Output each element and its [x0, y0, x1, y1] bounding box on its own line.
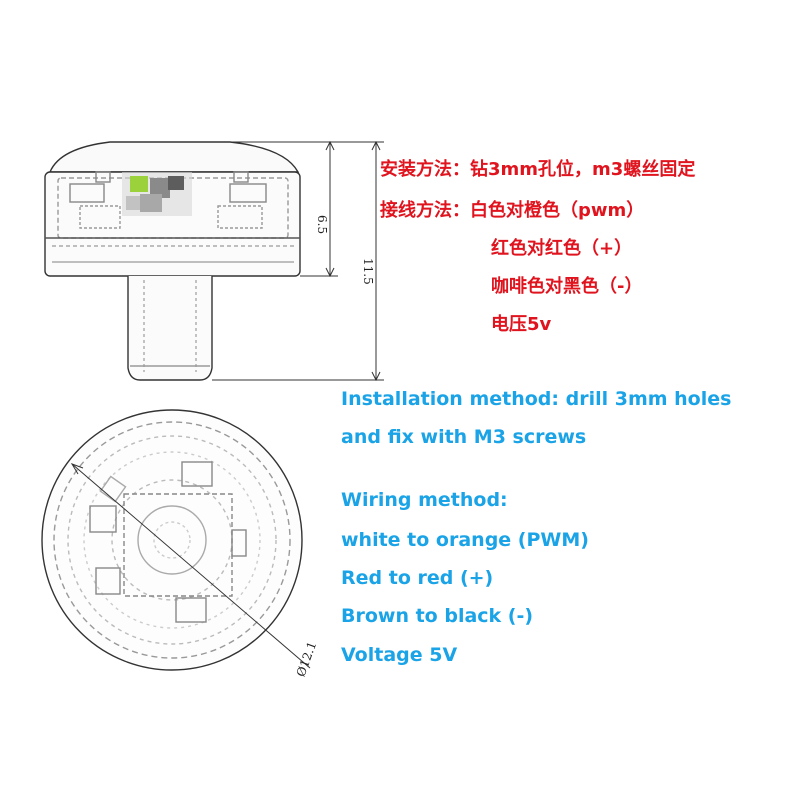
en-voltage-note: Voltage 5V: [341, 644, 458, 666]
en-brown-note: Brown to black (-): [341, 605, 534, 627]
dim-height-total: 11.5: [361, 258, 375, 285]
en-wiring-title: Wiring method:: [341, 489, 508, 511]
blurred-logo: [122, 172, 192, 216]
cn-wiring-note: 接线方法：白色对橙色（pwm）: [380, 200, 645, 221]
screw-shaft: [127, 276, 213, 381]
en-white-note: white to orange (PWM): [341, 529, 589, 551]
en-install-line1: Installation method: drill 3mm holes: [341, 388, 732, 410]
en-install-line2: and fix with M3 screws: [341, 426, 587, 448]
cn-voltage-note: 电压5v: [491, 314, 552, 335]
en-red-note: Red to red (+): [341, 567, 494, 589]
dimension-lines: [212, 140, 384, 382]
cn-install-note: 安装方法：钻3mm孔位，m3螺丝固定: [380, 159, 696, 180]
diameter-leader: [70, 463, 311, 669]
top-view: [41, 409, 303, 671]
dome-cap: [48, 141, 300, 173]
dim-diameter: Ø12.1: [294, 640, 320, 679]
cn-brown-note: 咖啡色对黑色（-）: [491, 276, 643, 297]
outer-rim: [41, 409, 303, 671]
dim-height-upper: 6.5: [315, 215, 329, 234]
cn-red-note: 红色对红色（+）: [491, 238, 633, 259]
